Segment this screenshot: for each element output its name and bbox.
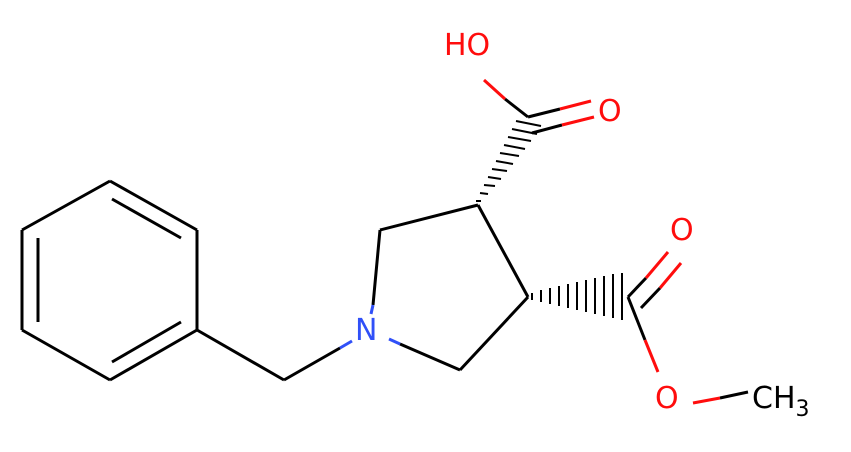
hashed-wedge-c4 (531, 273, 623, 320)
hashed-wedge-c3 (476, 120, 542, 202)
ester-oxygen-label: O (655, 381, 679, 416)
ester-carbonyl-oxygen-label: O (670, 213, 694, 248)
acid-carbonyl-oxygen-label: O (598, 94, 622, 129)
hydroxyl-label: HO (444, 28, 490, 63)
methyl-label: CH3 (752, 381, 810, 422)
methyl-subscript: 3 (796, 397, 810, 422)
nitrogen-label: N (355, 313, 377, 348)
benzyl-linker (196, 328, 353, 382)
methyl-ester-group (626, 251, 749, 405)
pyrrolidine-ring (369, 203, 530, 372)
carboxylic-acid-group (482, 78, 595, 135)
benzene-ring (20, 179, 199, 382)
